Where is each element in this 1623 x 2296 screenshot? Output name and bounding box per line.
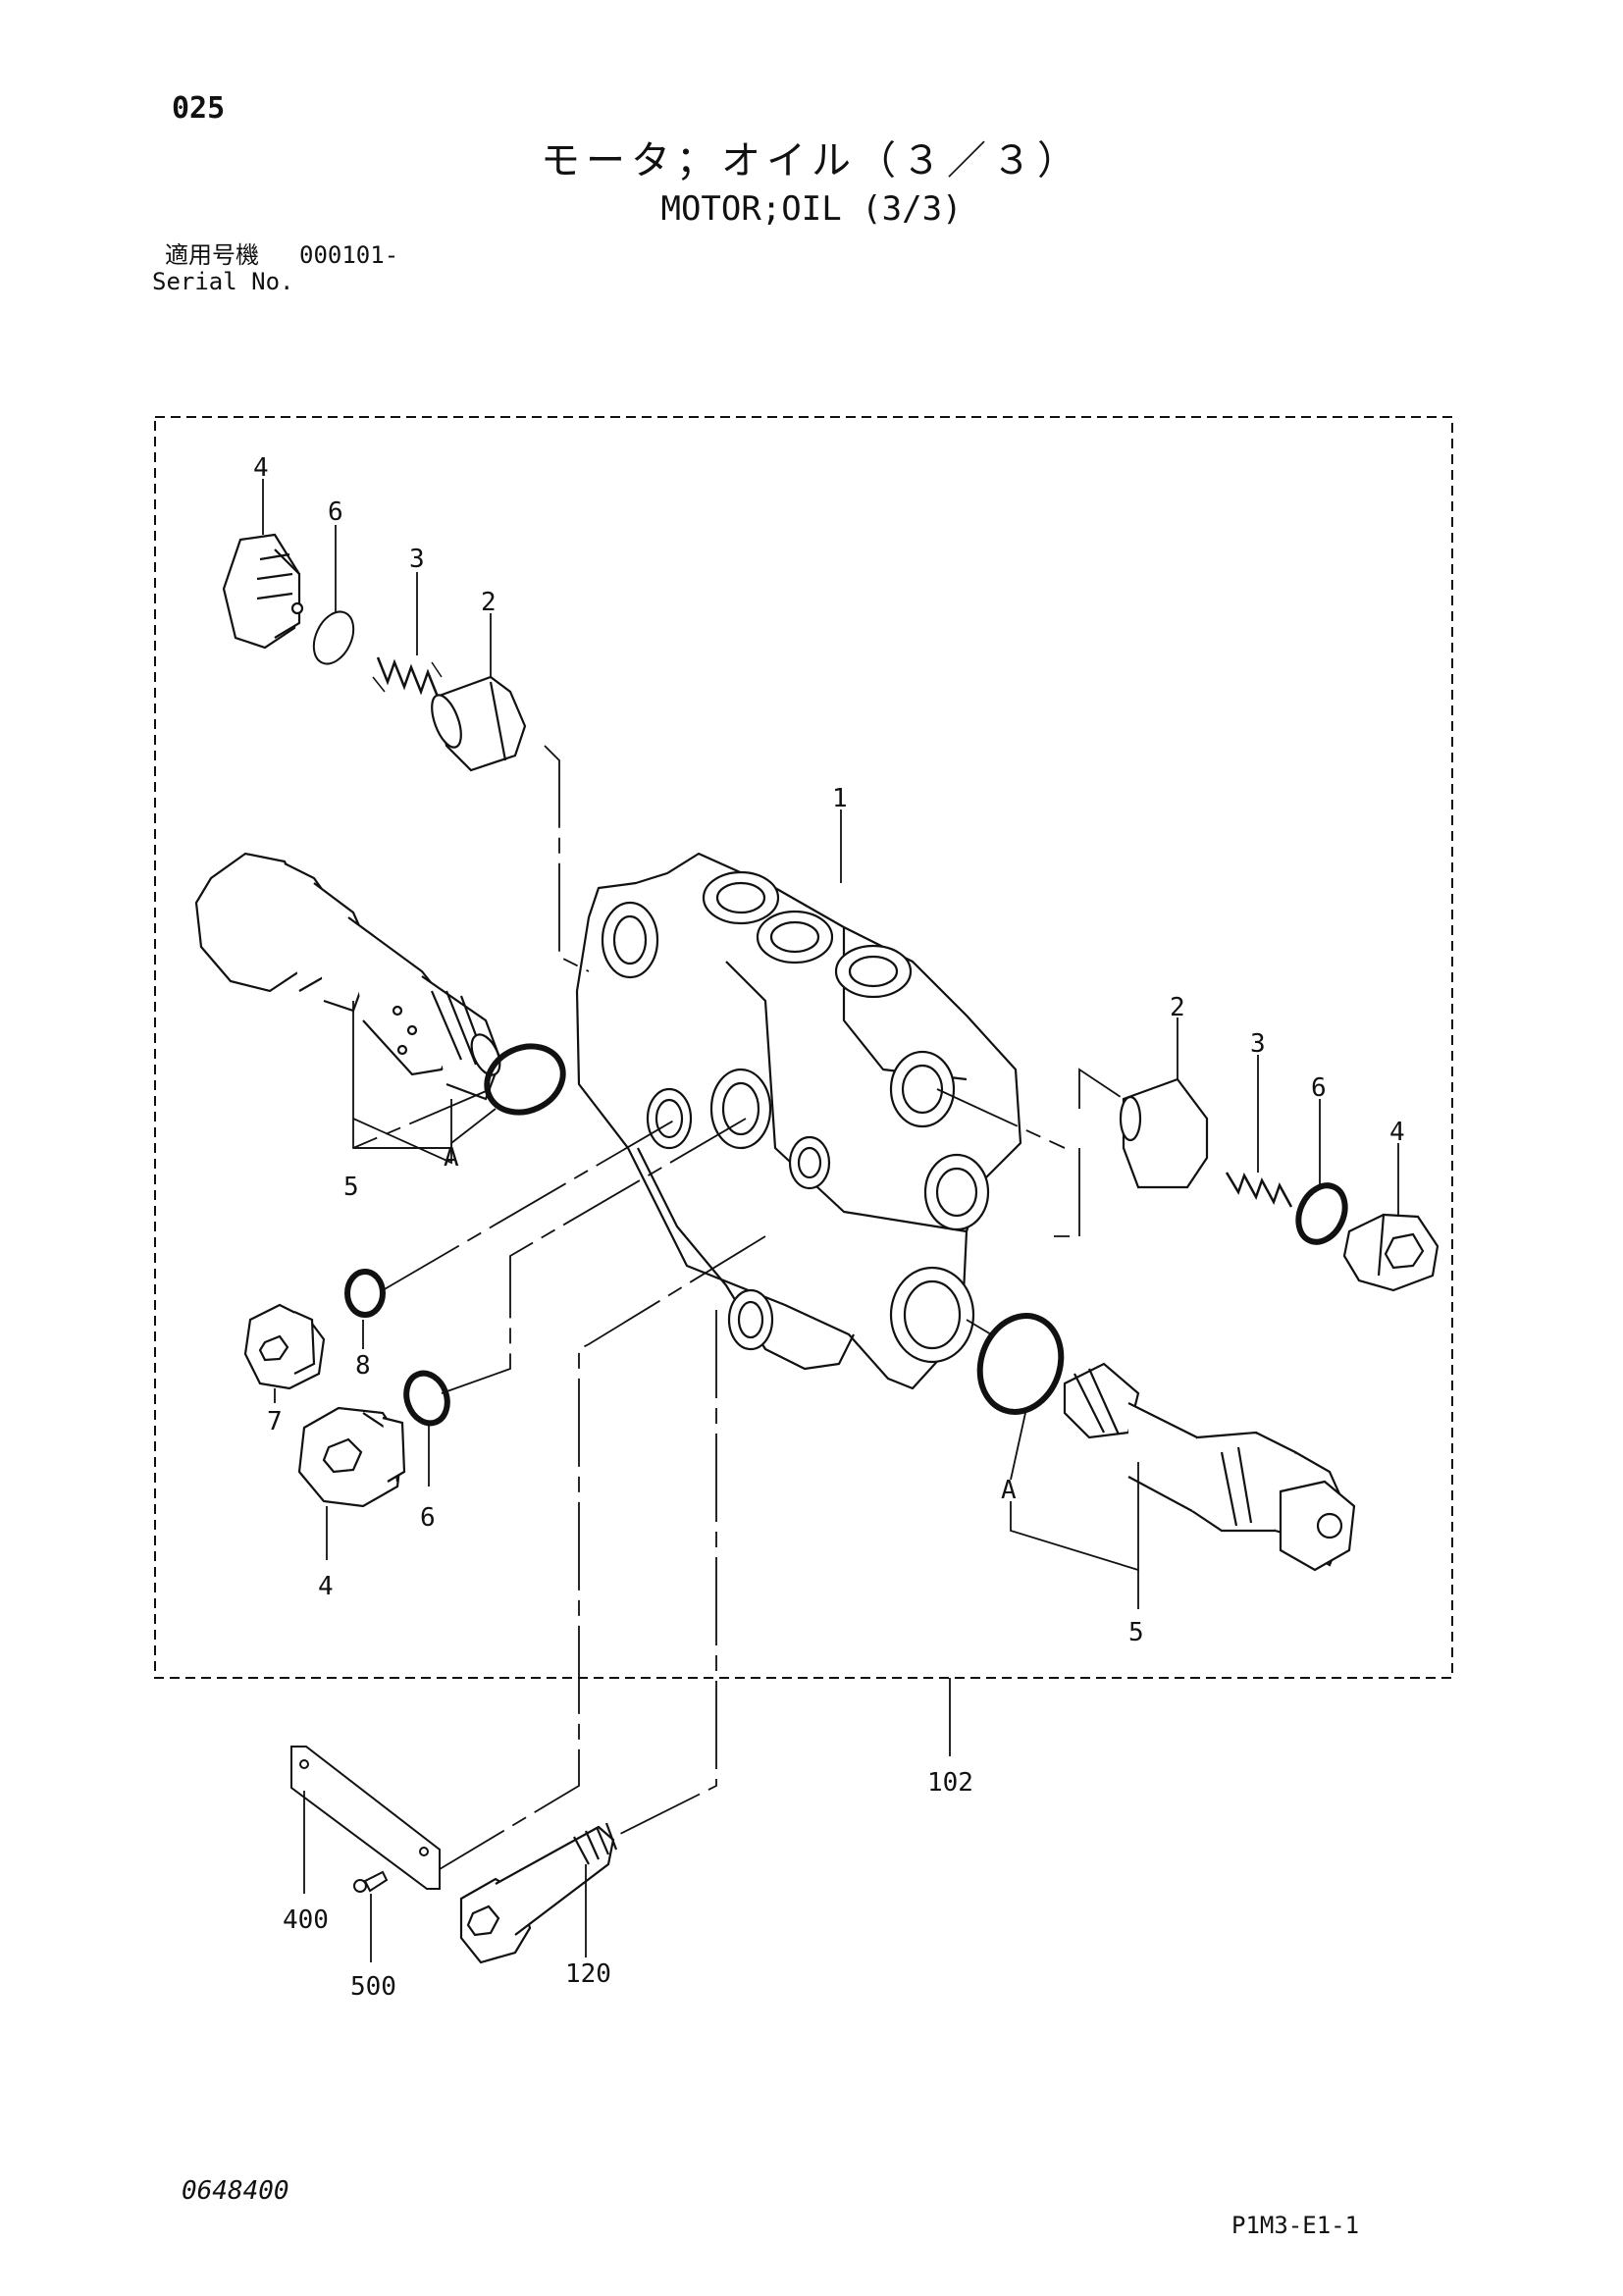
serial-label-jp: 適用号機: [165, 241, 259, 269]
spring-right[interactable]: [1225, 1172, 1293, 1208]
callout-4-bottom: 4: [318, 1572, 334, 1601]
serial-value: 000101-: [299, 241, 399, 269]
callout-4-top: 4: [253, 453, 269, 483]
bolt-item-120[interactable]: [459, 1822, 618, 1964]
callout-5-right: 5: [1128, 1618, 1144, 1647]
assembly-boundary: [154, 416, 1453, 1679]
plug-top-left[interactable]: [222, 533, 304, 650]
spool-right[interactable]: [1119, 1077, 1209, 1189]
callout-labels: 4 6 3 2 1 5 A 2 3 6 4 8 7 6 4 A 5 102 40…: [253, 453, 1405, 2002]
o-ring-bottom-left[interactable]: [399, 1368, 453, 1430]
spool-top-left[interactable]: [426, 675, 527, 772]
relief-valve-right[interactable]: [1063, 1362, 1356, 1572]
plug-bottom-left[interactable]: [297, 1406, 406, 1508]
callout-6-right: 6: [1311, 1073, 1327, 1103]
spring-top-left[interactable]: [372, 656, 443, 698]
screw-item-500[interactable]: [353, 1870, 389, 1893]
page-number: 025: [172, 91, 226, 126]
drawing-number: 0648400: [182, 2176, 289, 2206]
callout-4-right: 4: [1389, 1118, 1405, 1147]
page-title-jp: モータ；オイル（３／３）: [541, 138, 1082, 183]
callout-2-right: 2: [1170, 993, 1185, 1022]
serial-label-en: Serial No.: [152, 268, 294, 295]
callout-3-top: 3: [409, 545, 425, 574]
figure-code: P1M3-E1-1: [1231, 2212, 1360, 2239]
plug-item-7[interactable]: [243, 1303, 326, 1390]
relief-valve-left[interactable]: [194, 852, 505, 1101]
callout-6-bottom: 6: [420, 1503, 436, 1533]
o-ring-top-left[interactable]: [306, 605, 361, 670]
callout-8: 8: [355, 1351, 371, 1381]
callout-a-right: A: [1001, 1476, 1017, 1505]
callout-a-left: A: [444, 1143, 459, 1173]
o-ring-relief-left[interactable]: [476, 1034, 574, 1124]
page-title-en: MOTOR;OIL (3/3): [660, 189, 963, 229]
callout-2-top: 2: [481, 588, 497, 617]
callout-5-left: 5: [343, 1173, 359, 1202]
callout-102: 102: [927, 1768, 973, 1798]
plug-right[interactable]: [1342, 1213, 1440, 1292]
a-bracket-lines: [352, 1108, 1026, 1481]
o-ring-right[interactable]: [1289, 1178, 1353, 1250]
o-ring-relief-right[interactable]: [967, 1304, 1073, 1423]
callout-3-right: 3: [1250, 1029, 1266, 1059]
o-ring-item-8[interactable]: [344, 1269, 386, 1318]
callout-400: 400: [283, 1905, 329, 1935]
callout-6-top: 6: [328, 497, 343, 527]
chain-lines: [352, 745, 1125, 1870]
name-plate-item-400[interactable]: [290, 1746, 441, 1890]
callout-1: 1: [832, 784, 848, 813]
callout-120: 120: [565, 1959, 611, 1989]
callout-500: 500: [350, 1972, 396, 2002]
callout-7: 7: [267, 1407, 283, 1436]
valve-body[interactable]: [575, 852, 1022, 1390]
